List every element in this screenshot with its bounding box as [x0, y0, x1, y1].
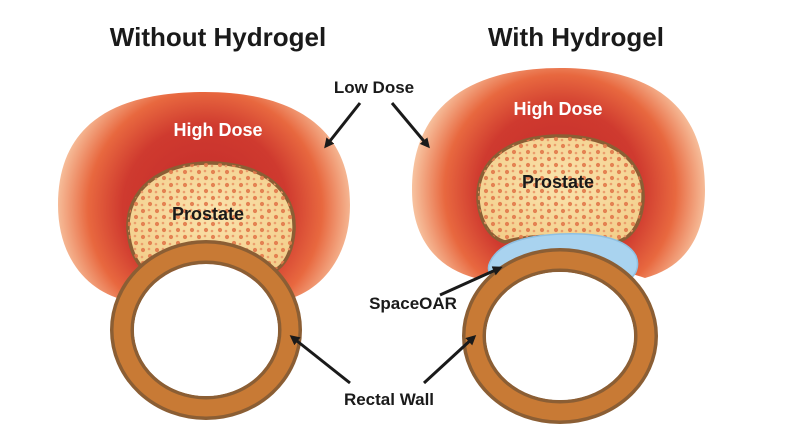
rectal-wall-fill-left — [113, 243, 299, 417]
spaceoar-label: SpaceOAR — [369, 294, 457, 313]
prostate-texture-left — [127, 163, 295, 272]
low-dose-label: Low Dose — [334, 78, 414, 97]
panel-with-hydrogel: High Dose Prostate — [412, 68, 705, 424]
low-dose-arrow-right — [390, 102, 430, 149]
low-dose-arrow-left — [324, 102, 362, 149]
rectal-wall-arrow-left — [289, 335, 351, 385]
prostate-label-left: Prostate — [172, 204, 244, 224]
title-without-hydrogel: Without Hydrogel — [110, 22, 326, 52]
panel-without-hydrogel: High Dose Prostate — [58, 92, 350, 420]
title-with-hydrogel: With Hydrogel — [488, 22, 664, 52]
high-dose-label-left: High Dose — [173, 120, 262, 140]
rectal-lumen-left — [134, 264, 278, 396]
prostate-label-right: Prostate — [522, 172, 594, 192]
rectal-wall-arrow-right — [422, 334, 477, 385]
rectal-wall-label: Rectal Wall — [344, 390, 434, 409]
prostate-texture-right — [477, 136, 644, 242]
high-dose-label-right: High Dose — [513, 99, 602, 119]
spaceoar-arrow — [439, 266, 503, 297]
rectal-lumen-right — [486, 272, 634, 400]
